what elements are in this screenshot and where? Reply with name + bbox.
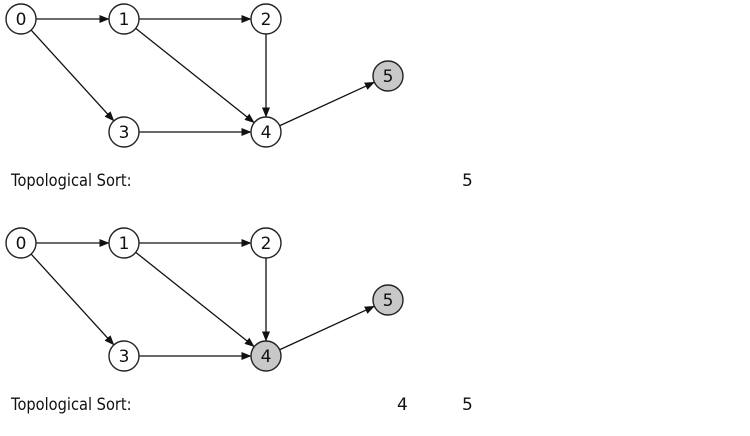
graph-diagram-1: 0 1 2 3 4 5 [5, 3, 404, 148]
node-circle [250, 340, 282, 372]
node-3: 3 [108, 340, 140, 372]
sort-value: 5 [462, 395, 473, 415]
node-circle [372, 284, 404, 316]
edge-1-to-4 [135, 27, 255, 123]
node-1: 1 [108, 227, 140, 259]
graph-diagram-2: 0 1 2 3 4 5 [5, 227, 404, 372]
node-label: 3 [119, 347, 130, 367]
topological-sort-label: Topological Sort: [11, 395, 132, 415]
node-0: 0 [5, 3, 37, 35]
node-2: 2 [250, 3, 282, 35]
node-circle [5, 3, 37, 35]
node-4: 4 [250, 116, 282, 148]
node-circle [250, 3, 282, 35]
node-4: 4 [250, 340, 282, 372]
sort-value: 4 [397, 395, 408, 415]
node-label: 0 [16, 234, 27, 254]
node-label: 0 [16, 10, 27, 30]
node-circle [108, 340, 140, 372]
node-circle [372, 60, 404, 92]
sort-value: 5 [462, 171, 473, 191]
node-label: 5 [383, 67, 394, 87]
node-circle [250, 116, 282, 148]
node-label: 5 [383, 291, 394, 311]
node-circle [5, 227, 37, 259]
node-label: 1 [119, 10, 130, 30]
node-5: 5 [372, 284, 404, 316]
edge-0-to-3 [30, 29, 115, 122]
node-label: 2 [261, 10, 272, 30]
edge-0-to-3 [30, 253, 115, 346]
node-circle [108, 227, 140, 259]
edge-1-to-4 [135, 251, 255, 347]
node-5: 5 [372, 60, 404, 92]
edge-4-to-5 [279, 305, 375, 351]
node-label: 2 [261, 234, 272, 254]
node-circle [108, 3, 140, 35]
node-label: 1 [119, 234, 130, 254]
node-circle [250, 227, 282, 259]
graph-panel-2: 0 1 2 3 4 5 Topological Sort: 4 5 [0, 224, 750, 436]
topological-sort-label: Topological Sort: [11, 171, 132, 191]
node-2: 2 [250, 227, 282, 259]
graph-panel-1: 0 1 2 3 4 5 Topological Sort: 5 [0, 0, 750, 212]
node-1: 1 [108, 3, 140, 35]
node-3: 3 [108, 116, 140, 148]
node-0: 0 [5, 227, 37, 259]
node-circle [108, 116, 140, 148]
node-label: 4 [261, 123, 272, 143]
edge-4-to-5 [279, 81, 375, 127]
node-label: 4 [261, 347, 272, 367]
node-label: 3 [119, 123, 130, 143]
